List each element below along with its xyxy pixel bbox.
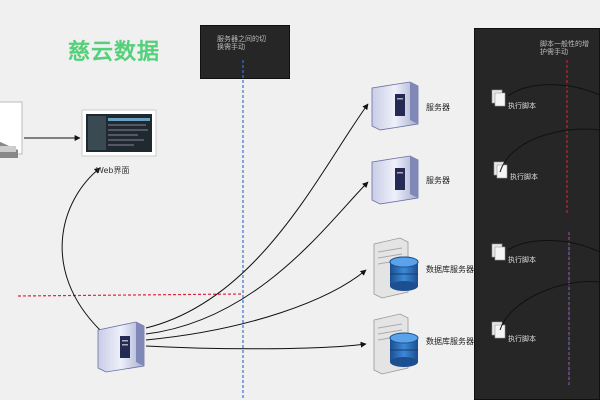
- laptop-icon: [0, 101, 23, 158]
- db-server-label-1: 数据库服务器: [426, 265, 474, 274]
- watermark-logo: 慈云数据: [68, 40, 161, 65]
- script-label-3: 执行脚本: [508, 256, 536, 264]
- panel-note-line-2: 护需手动: [540, 48, 568, 56]
- arrow-to-db-server-2: [145, 341, 367, 350]
- control-server-icon: [97, 321, 145, 373]
- script-document-icon: [491, 321, 506, 339]
- server-label-1: 服务器: [426, 103, 450, 112]
- arrow-control-to-web: [61, 167, 101, 331]
- panel-curve-4: [499, 281, 600, 331]
- note-line-2: 换需手动: [217, 43, 245, 51]
- arrow-to-server-2: [145, 181, 369, 335]
- script-label-4: 执行脚本: [508, 335, 536, 343]
- server-icon: [371, 155, 419, 205]
- script-document-icon: [491, 89, 506, 107]
- script-document-icon: [491, 243, 506, 261]
- server-icon: [371, 81, 419, 131]
- script-label-1: 执行脚本: [508, 102, 536, 110]
- script-label-2: 执行脚本: [510, 173, 538, 181]
- panel-note-line-1: 脚本一般性的增: [540, 40, 589, 48]
- panel-note: 脚本一般性的增 护需手动: [540, 40, 600, 56]
- web-interface-screenshot: [81, 109, 157, 157]
- panel-curve-2: [499, 128, 600, 173]
- note-text: 服务器之间的切 换需手动: [217, 35, 287, 51]
- panel-curve-3: [507, 240, 600, 253]
- database-server-icon: [373, 313, 419, 375]
- database-server-icon: [373, 237, 419, 299]
- web-interface-label: Web界面: [96, 166, 130, 175]
- note-line-1: 服务器之间的切: [217, 35, 266, 43]
- arrow-to-server-1: [145, 103, 369, 329]
- server-label-2: 服务器: [426, 176, 450, 185]
- note-box: [200, 25, 290, 79]
- script-document-icon: [493, 161, 508, 179]
- red-divider-horizontal: [17, 293, 244, 297]
- panel-curve-1: [507, 84, 600, 97]
- db-server-label-2: 数据库服务器: [426, 337, 474, 346]
- arrow-to-db-server-1: [145, 269, 367, 341]
